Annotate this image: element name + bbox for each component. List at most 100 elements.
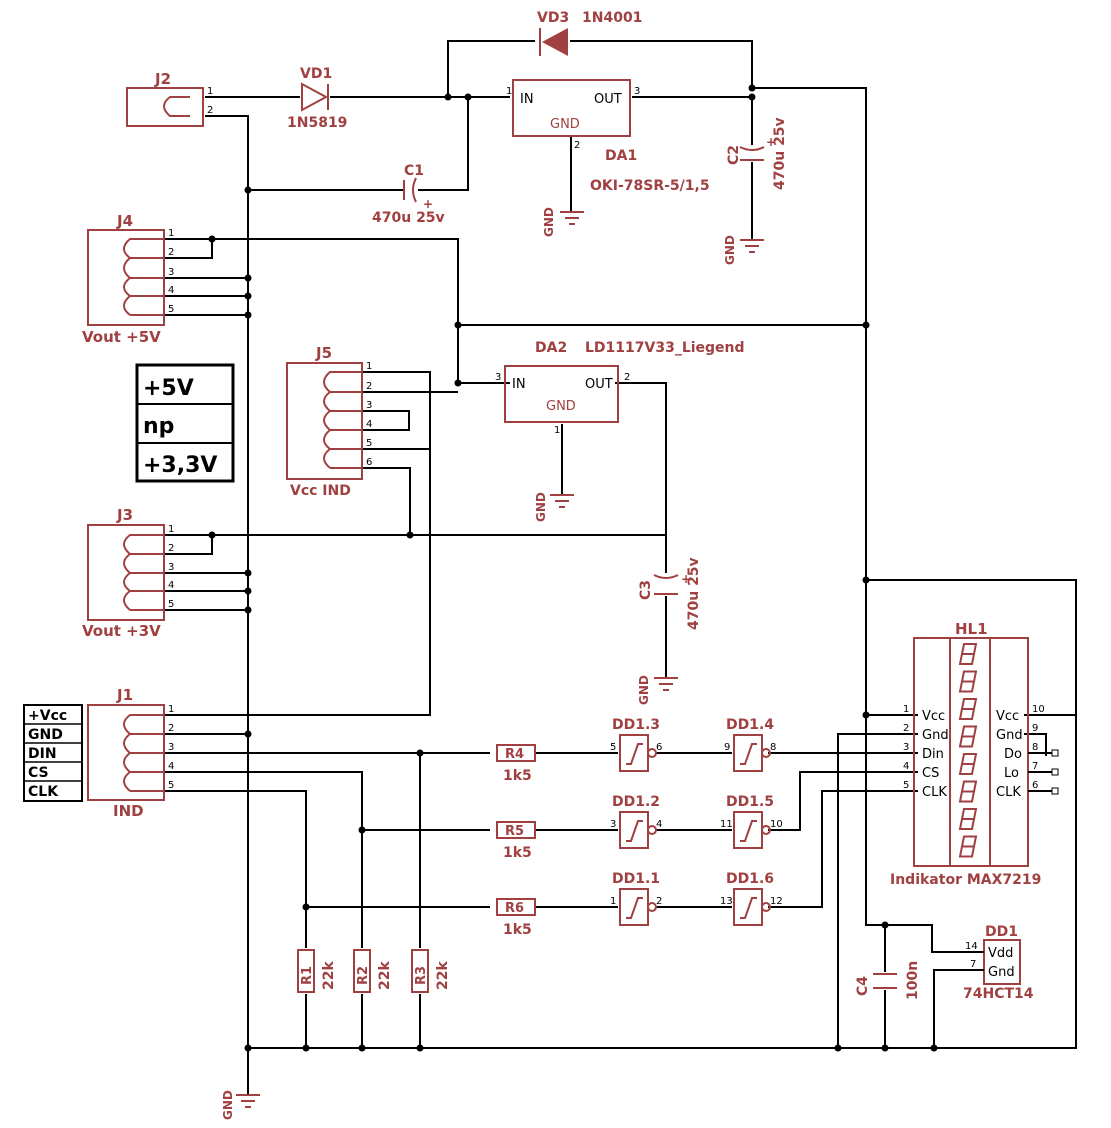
dd11-hysteresis [626, 897, 643, 919]
da2-body [504, 365, 619, 423]
dd1-ref: DD1 [985, 924, 1018, 940]
junction [244, 274, 252, 282]
dd15-ref: DD1.5 [726, 794, 774, 810]
c1-ref: C1 [404, 163, 424, 179]
j5-ref: J5 [315, 344, 332, 362]
dd1-value: 74HCT14 [963, 986, 1034, 1002]
wire-vd3-left [447, 40, 535, 97]
da2-pin-gnd: GND [546, 399, 576, 414]
c3-value: 470u 25v [686, 557, 702, 630]
c3-plus: + [681, 572, 691, 586]
seven-segment-digit [958, 835, 978, 858]
junction [244, 569, 252, 577]
hl1-pin-name: CS [922, 766, 939, 781]
hl1-ref: HL1 [955, 620, 988, 638]
inverter-dd14: DD1.4 9 8 [724, 717, 776, 772]
resistor-r2: R2 22k [353, 949, 393, 993]
regulator-da2: IN OUT GND 3 2 1 DA2 LD1117V33_Liegend [495, 340, 745, 436]
junction [208, 531, 216, 539]
j4-pin: 1 [168, 228, 174, 239]
dd12-ref: DD1.2 [612, 794, 660, 810]
wire-cs [768, 771, 918, 831]
junction [244, 730, 252, 738]
seven-segment-digit [958, 725, 978, 748]
vd3-ref: VD3 [537, 10, 569, 26]
r1-value: 22k [321, 961, 337, 990]
legend-frame [23, 704, 83, 802]
da2-num-in: 3 [495, 372, 501, 383]
gnd-symbol-c3: GND [637, 675, 678, 705]
j5-pin: 3 [366, 400, 372, 411]
j4-pin: 5 [168, 304, 174, 315]
wire-5v-dd1 [865, 580, 962, 953]
da1-body [512, 79, 631, 137]
gnd-symbol-da2: GND [534, 492, 574, 522]
dd13-bubble [647, 748, 657, 758]
da2-pin-out: OUT [585, 377, 613, 392]
indicator-hl1: HL1 Indikator MAX7219 Vcc Gnd Din CS CLK… [890, 620, 1059, 888]
j1-pin: 2 [168, 723, 174, 734]
r5-value: 1k5 [503, 845, 532, 861]
j3-ref: J3 [116, 506, 133, 524]
hl1-pin-name: CLK [996, 785, 1021, 800]
resistor-r3: R3 22k [411, 949, 451, 993]
j1-ref: J1 [116, 686, 133, 704]
dd16-ref: DD1.6 [726, 871, 774, 887]
hl1-pin-num: 2 [903, 723, 909, 734]
connector-j1: J1 IND 1 2 3 4 5 [87, 686, 174, 820]
seven-segment-digit [958, 753, 978, 775]
dd16-pin-out: 12 [770, 896, 783, 907]
dd14-hysteresis [740, 743, 757, 765]
resistor-r5: R5 1k5 [496, 821, 536, 861]
dd13-ref: DD1.3 [612, 717, 660, 733]
gnd-label: GND [221, 1090, 235, 1120]
dd14-pin-in: 9 [724, 742, 730, 753]
legend-din: DIN [28, 746, 57, 762]
junction [454, 379, 462, 387]
capacitor-c1: + C1 470u 25v [372, 163, 445, 226]
junction [862, 711, 870, 719]
jumper-3v3: +3,3V [143, 453, 217, 478]
jumper-np: np [143, 414, 174, 439]
j4-pin: 4 [168, 285, 174, 296]
hl1-pin-num: 8 [1032, 742, 1038, 753]
dd12-pin-out: 4 [656, 819, 662, 830]
c2-plate-plus [739, 146, 765, 151]
wire-5v-rail [752, 87, 867, 580]
wire-j1-p4 [165, 771, 490, 831]
ic-dd1: DD1 74HCT14 Vdd Gnd 14 7 [962, 924, 1034, 1002]
r2-value: 22k [377, 961, 393, 990]
resistor-r4: R4 1k5 [496, 744, 536, 784]
hl1-pin-num: 10 [1032, 704, 1045, 715]
junction [244, 606, 252, 614]
junction [881, 921, 889, 929]
j1-label: IND [113, 802, 144, 820]
r1-ref: R1 [300, 966, 315, 985]
capacitor-c2: + C2 470u 25v [726, 117, 788, 190]
wire-j4-p1 [165, 238, 510, 384]
junctions [208, 84, 938, 1052]
dd12-bubble [647, 825, 657, 835]
r4-body [496, 744, 536, 762]
wire-j4-p2 [165, 239, 213, 259]
wire-vd3-right [570, 40, 753, 88]
hl1-nc-terminal [1051, 768, 1059, 776]
j1-pin: 1 [168, 704, 174, 715]
j3-pin: 4 [168, 580, 174, 591]
wire-j5-p6 [362, 467, 411, 535]
da1-pin-gnd: GND [550, 117, 580, 132]
j4-contacts [123, 238, 164, 316]
legend-clk: CLK [28, 784, 59, 800]
resistor-r1: R1 22k [297, 949, 337, 993]
j4-ref: J4 [116, 212, 133, 230]
dd11-bubble [647, 902, 657, 912]
j3-pin: 3 [168, 562, 174, 573]
junction [244, 292, 252, 300]
inverter-dd12: DD1.2 3 4 [610, 794, 662, 849]
wire-j5-p1 [165, 371, 431, 716]
c4-ref: C4 [855, 976, 871, 996]
j4-pin: 2 [168, 247, 174, 258]
seven-segment-digit [958, 698, 978, 720]
junction [464, 93, 472, 101]
diode-vd1: VD1 1N5819 [287, 66, 347, 131]
